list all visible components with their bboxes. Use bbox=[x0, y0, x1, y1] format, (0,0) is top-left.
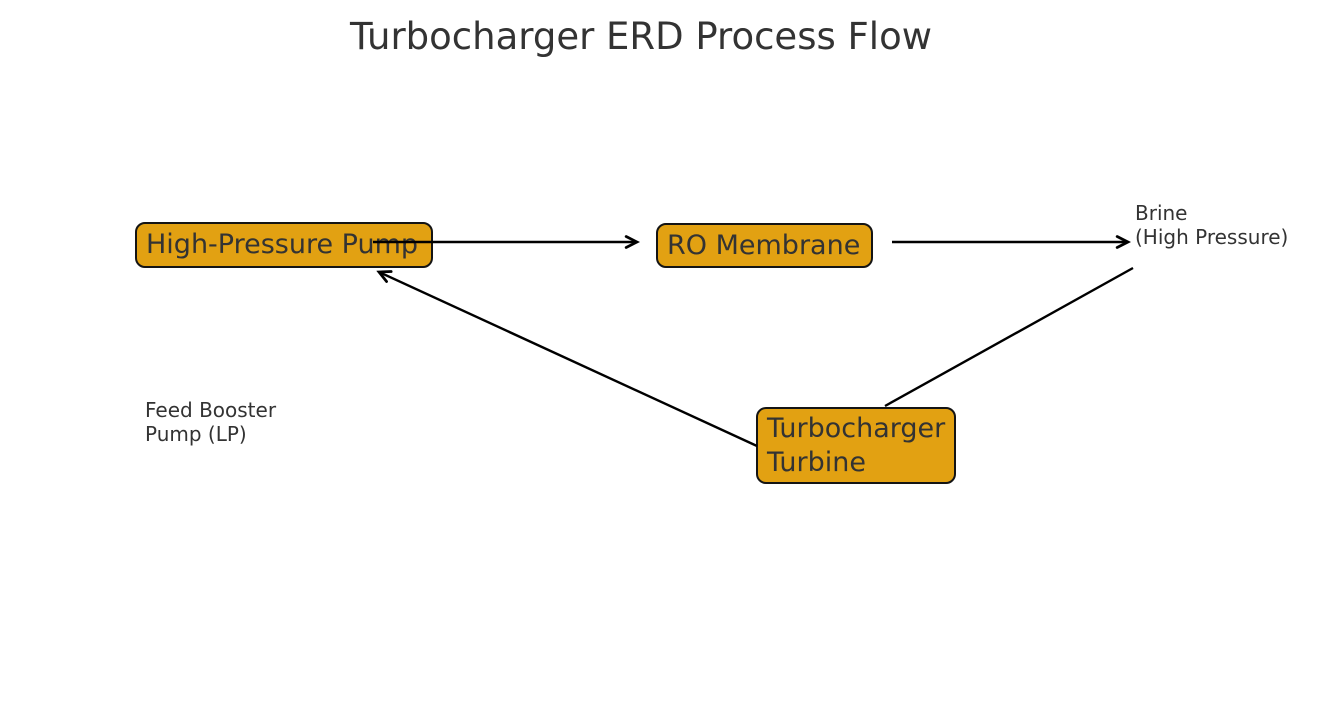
node-turbocharger-turbine-label-line1: Turbocharger bbox=[767, 412, 946, 444]
annotation-brine-line2: (High Pressure) bbox=[1135, 225, 1289, 249]
node-high-pressure-pump-label: High-Pressure Pump bbox=[146, 229, 419, 260]
annotation-brine-line1: Brine bbox=[1135, 201, 1188, 225]
diagram-title: Turbocharger ERD Process Flow bbox=[350, 15, 932, 58]
node-ro-membrane-label: RO Membrane bbox=[667, 229, 861, 261]
node-ro-membrane: RO Membrane bbox=[656, 223, 873, 268]
annotation-feed-booster-line1: Feed Booster bbox=[145, 398, 277, 422]
node-turbocharger-turbine-label-line2: Turbine bbox=[767, 446, 866, 478]
edge-brine-to-turbine-line bbox=[884, 266, 1134, 408]
node-high-pressure-pump: High-Pressure Pump bbox=[135, 222, 433, 268]
node-turbocharger-turbine: Turbocharger Turbine bbox=[756, 407, 956, 484]
edge-turbine-to-pump-arrow bbox=[379, 272, 758, 448]
annotation-feed-booster-line2: Pump (LP) bbox=[145, 422, 247, 446]
annotation-brine-high-pressure: Brine (High Pressure) bbox=[1135, 201, 1288, 249]
annotation-feed-booster-pump: Feed Booster Pump (LP) bbox=[145, 398, 276, 446]
